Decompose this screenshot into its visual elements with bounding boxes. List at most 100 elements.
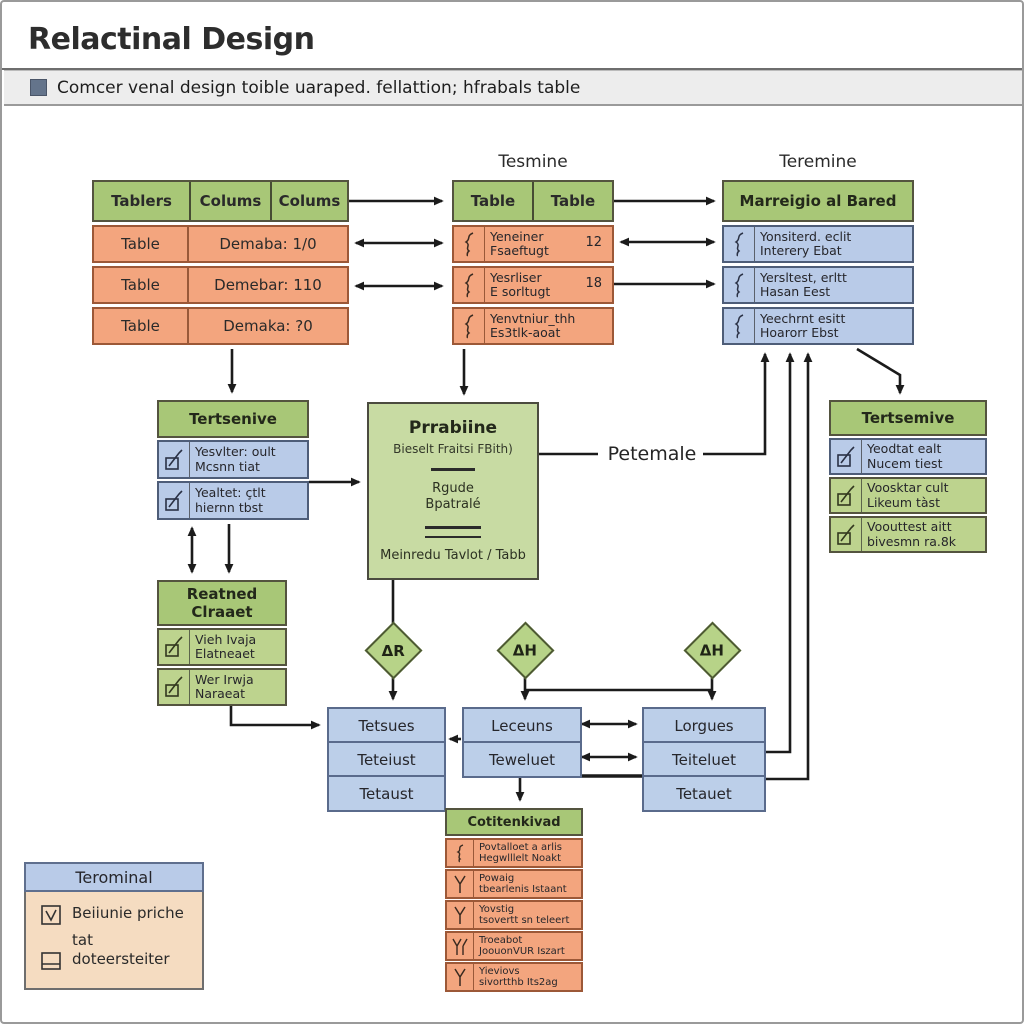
divider (270, 182, 272, 220)
row-text: Yonsiterd. eclit (760, 228, 852, 244)
divider (532, 182, 534, 220)
center-box-footer: Meinredu Tavlot / Tabb (380, 547, 526, 563)
row-text: Nucem tiest (867, 455, 943, 471)
row-text: Yesrliser (490, 269, 542, 285)
table-row: Lorgues (642, 707, 766, 744)
diamond-delta-h-2: ΔH (683, 621, 742, 680)
cell: Demaka: ?0 (223, 317, 313, 335)
table-row: Teteiust (327, 741, 446, 778)
cell: Demaba: 1/0 (219, 235, 317, 253)
row-number: 12 (585, 235, 602, 250)
table-row: Tetaust (327, 775, 446, 812)
table-row: Table Demaba: 1/0 (92, 225, 349, 263)
top-right-table-header: Marreigio al Bared (722, 180, 914, 222)
center-box-text: Rgude (432, 481, 474, 496)
diamond-label: ΔH (700, 641, 725, 660)
row-text: Elatneaet (195, 646, 255, 661)
edit-icon (831, 518, 862, 551)
double-branch-icon (447, 933, 474, 959)
row-text: Interery Ebat (760, 243, 842, 258)
diamond-label: ΔR (381, 641, 406, 660)
cell: Table (121, 235, 160, 253)
lined-box-icon (40, 950, 62, 972)
edit-icon (159, 483, 190, 518)
center-box-text: Bpatralé (425, 497, 481, 513)
table-row: Leceuns (462, 707, 582, 744)
table-row: Table Demebar: 110 (92, 266, 349, 304)
row-text: sivortthb Its2ag (479, 977, 558, 988)
branch-icon (447, 964, 474, 990)
row-text: Vieh Ivaja (195, 631, 257, 647)
header-cell: Tablers (111, 192, 172, 210)
row-text: Hasan Eest (760, 284, 831, 299)
branch-icon (447, 871, 474, 897)
center-box-title: Prrabiine (408, 418, 498, 438)
row-text: Troeabot (479, 934, 523, 946)
table-row: Teiteluet (642, 741, 766, 778)
row-text: Yeodtat ealt (867, 441, 942, 457)
branch-icon (447, 902, 474, 928)
table-row: Tetsues (327, 707, 446, 744)
row-text: Yieviovs (479, 965, 520, 977)
edit-icon (831, 440, 862, 473)
row-text: Yenvtniur_thh (490, 310, 576, 326)
squiggle-icon (454, 268, 485, 302)
row-number: 18 (585, 276, 602, 291)
squiggle-icon (454, 227, 485, 261)
cell: Table (121, 276, 160, 294)
diamond-label: ΔH (513, 641, 538, 660)
row-text: tsovertt sn teleert (479, 915, 570, 926)
checkbox-checked-icon (40, 904, 62, 926)
subtitle-text: Comcer venal design toible uaraped. fell… (57, 77, 581, 98)
row-text: Yeneiner (490, 228, 544, 244)
row-text: Hoarorr Ebst (760, 325, 839, 340)
tertsemive-box-header: Tertsemive (829, 400, 987, 436)
header-line: Reatned (186, 585, 258, 603)
row-text: Yesvlter: oult (195, 444, 276, 460)
row-text: Povtalloet a arlis (479, 841, 562, 853)
row-text: Powaig (479, 872, 515, 884)
diamond-delta-r: ΔR (364, 621, 423, 680)
edit-icon (831, 479, 862, 512)
squiggle-icon (724, 268, 755, 302)
row-text: Voouttest aitt (867, 519, 952, 535)
divider (187, 309, 189, 343)
tertsenive-box-header: Tertsenive (157, 400, 309, 438)
row-text: Yersltest, erltt (760, 269, 847, 285)
squiggle-icon (454, 309, 485, 343)
cell: Demebar: 110 (214, 276, 322, 294)
row-text: Likeum tàst (867, 494, 940, 510)
divider (189, 182, 191, 220)
row-text: bivesmn ra.8k (867, 533, 957, 549)
header-cell: Table (470, 192, 516, 210)
row-text: E sorltugt (490, 284, 551, 299)
table-label: Tesmine (498, 152, 568, 172)
divider (187, 227, 189, 261)
header-cell: Colums (199, 192, 262, 210)
row-text: Yovstig (479, 903, 515, 915)
legend-header: Terominal (24, 862, 204, 892)
reatned-box-header: Reatned Clraaet (157, 580, 287, 626)
legend-text: Beiiunie priche (72, 904, 184, 922)
table-row: Teweluet (462, 741, 582, 778)
table-row: Table Demaka: ?0 (92, 307, 349, 345)
header-cell: Colums (278, 192, 341, 210)
separator-double-line (425, 525, 481, 538)
row-text: Mcsnn tiat (195, 458, 260, 474)
